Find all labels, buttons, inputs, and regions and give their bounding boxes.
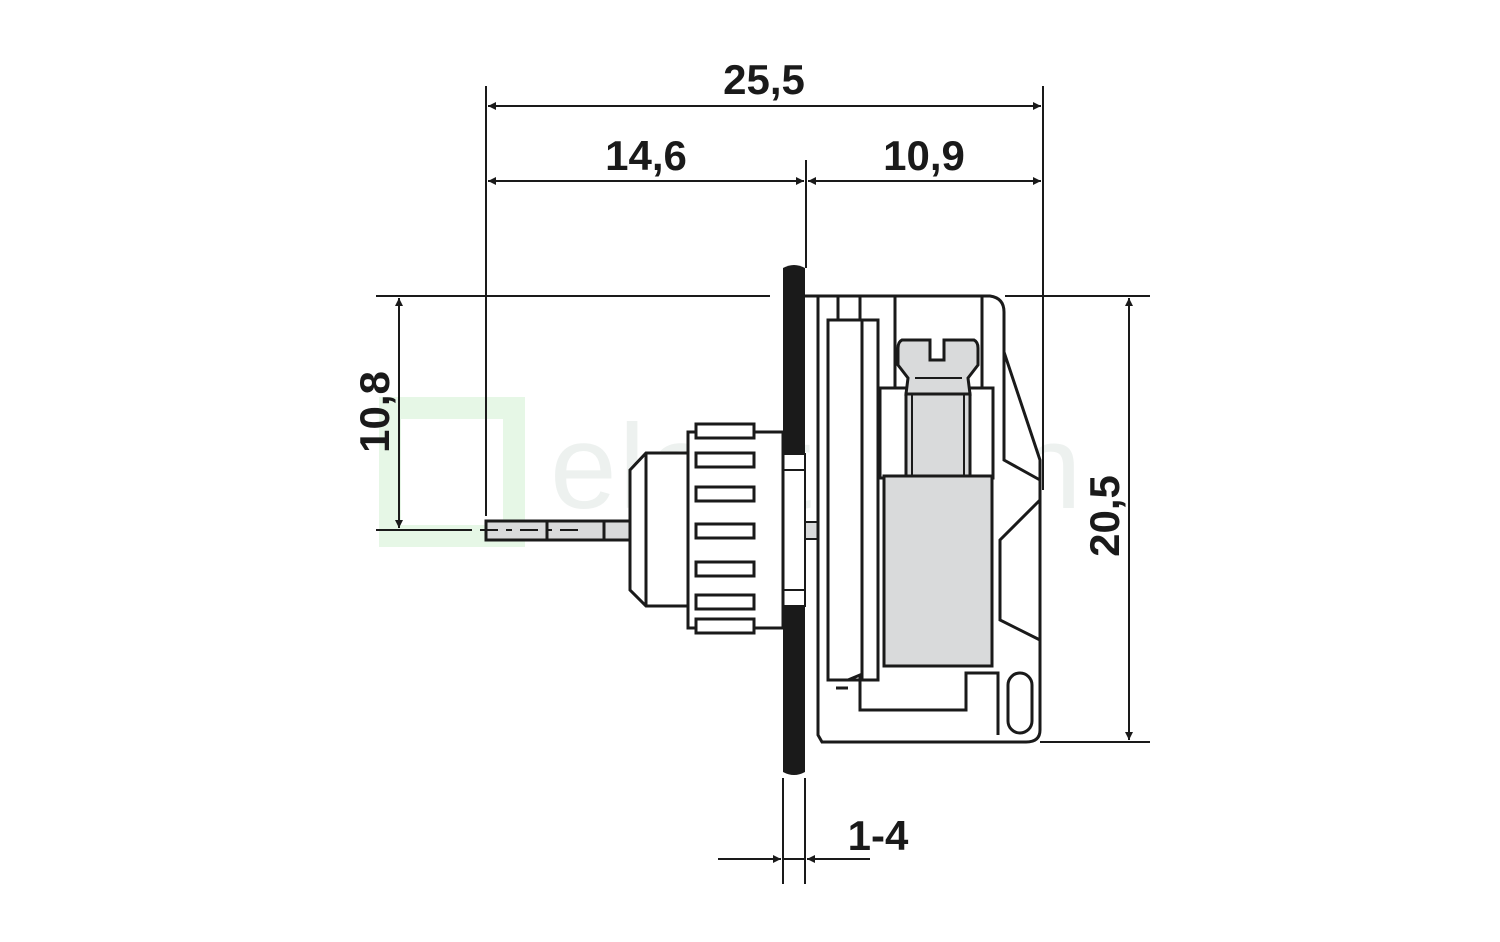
label-rear-length: 10,9	[883, 132, 965, 179]
dimension-lines	[395, 102, 1133, 863]
front-nut	[628, 422, 785, 635]
terminal-screw	[896, 338, 980, 478]
label-overall-height: 20,5	[1081, 475, 1128, 557]
label-front-height: 10,8	[351, 371, 398, 453]
clamp-body	[882, 474, 994, 668]
label-front-length: 14,6	[605, 132, 687, 179]
label-panel-thickness: 1-4	[848, 812, 909, 859]
watermark-logo-icon	[379, 397, 525, 547]
mounting-panel	[782, 265, 806, 775]
label-overall-width: 25,5	[723, 56, 805, 103]
